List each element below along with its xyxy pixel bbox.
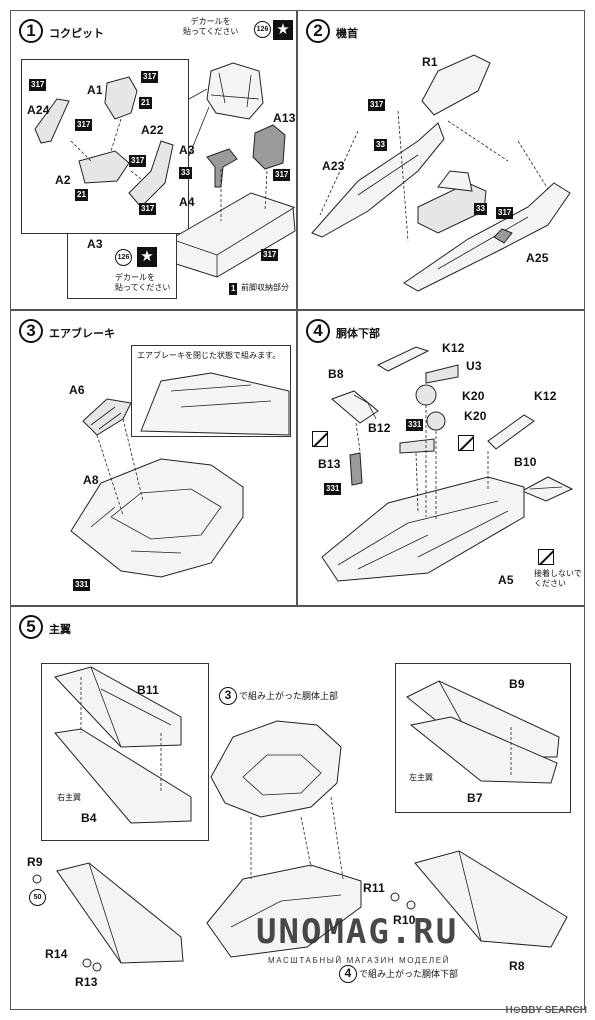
part-label-r13: R13 [75,975,98,989]
decal-inset [67,233,177,299]
part-label-a25: A25 [526,251,549,265]
part-label-r8: R8 [509,959,525,973]
part-label-a24: A24 [27,103,50,117]
part-label-a5: A5 [498,573,514,587]
ref-step-3: 3 [219,687,237,705]
paint-code-tag: 317 [368,99,386,111]
paint-code-tag: 331 [73,579,91,591]
ref-step-4: 4 [339,965,357,983]
step-number: 5 [19,615,43,639]
footnote-text: 前脚収納部分 [241,283,289,292]
part-label-r1: R1 [422,55,438,69]
paint-code-tag: 21 [139,97,152,109]
paint-code-tag: 33 [179,167,192,179]
part-label-a2: A2 [55,173,71,187]
part-label-k20: K20 [464,409,487,423]
paint-code-tag: 331 [324,483,342,495]
step-number: 1 [19,19,43,43]
inset-part-label: A3 [87,237,103,251]
decal-number: 126 [254,21,271,38]
paint-code-tag: 33 [474,203,487,215]
wing-drawing [32,666,568,972]
step-3-panel: 3 エアブレーキ エアブレーキを閉じた状態で組みます。 A6 A8 331 [10,310,297,606]
step-number: 4 [306,319,330,343]
right-wing-label: 右主翼 [57,793,81,802]
part-label-u3: U3 [466,359,482,373]
part-label-a22: A22 [141,123,164,137]
watermark-subtitle: МАСШТАБНЫЙ МАГАЗИН МОДЕЛЕЙ [268,956,450,965]
step-title: コクピット [49,28,104,40]
paint-code-round: 50 [29,889,46,906]
part-label-b12: B12 [368,421,391,435]
paint-code-tag: 317 [261,249,279,261]
part-label-a4: A4 [179,195,195,209]
part-label-b11: B11 [137,683,159,697]
decal-note: デカールを 貼ってください [183,17,239,36]
watermark-logo: UNOMAG.RU [256,912,459,952]
paint-code-tag: 317 [273,169,291,181]
inset-note: エアブレーキを閉じた状態で組みます。 [137,351,281,360]
paint-code-tag: 317 [139,203,157,215]
part-label-b8: B8 [328,367,344,381]
paint-code-tag: 33 [374,139,387,151]
footer-logo: H⊙BBY SEARCH [505,1005,587,1016]
step-4-panel: 4 胴体下部 K12 U3 B8 K20 K20 K12 B12 B13 B10… [297,310,585,606]
step-number: 2 [306,19,330,43]
no-glue-icon [538,549,554,565]
part-label-b9: B9 [509,677,525,691]
no-glue-icon [312,431,328,447]
part-label-a1: A1 [87,83,103,97]
no-glue-icon [458,435,474,451]
paint-code-tag: 331 [406,419,424,431]
decal-number: 126 [115,249,132,266]
ref-step-3-text: で組み上がった胴体上部 [239,691,339,701]
star-icon: ★ [273,20,293,40]
part-label-k12: K12 [442,341,465,355]
part-label-r11: R11 [363,881,385,895]
part-label-k20: K20 [462,389,485,403]
airbrake-drawing [70,372,290,578]
paint-code-tag: 21 [75,189,88,201]
paint-code-tag: 317 [129,155,147,167]
part-label-r10: R10 [393,913,416,927]
left-wing-label: 左主翼 [409,773,433,782]
part-label-b7: B7 [467,791,483,805]
part-label-a23: A23 [322,159,345,173]
star-icon: ★ [137,247,157,267]
footnote-number: 1 [229,283,238,295]
nose-drawing [311,54,571,292]
part-label-a6: A6 [69,383,85,397]
part-label-r9: R9 [27,855,43,869]
step-title: エアブレーキ [49,328,115,340]
step-title: 胴体下部 [336,328,380,340]
part-label-k12: K12 [534,389,557,403]
step-title: 機首 [336,28,358,40]
step-5-panel: 5 主翼 B11 右主翼 B4 R9 50 [10,606,585,1010]
part-label-a13: A13 [273,111,296,125]
part-label-b13: B13 [318,457,341,471]
part-label-b10: B10 [514,455,537,469]
paint-code-tag: 317 [141,71,159,83]
step-2-panel: 2 機首 R1 A23 A25 317 33 33 317 [297,10,585,310]
decal-note: デカールを 貼ってください [115,273,171,292]
paint-code-tag: 317 [496,207,514,219]
part-label-r14: R14 [45,947,68,961]
paint-code-tag: 317 [29,79,47,91]
no-glue-note: 接着しないで ください [534,569,582,588]
paint-code-tag: 317 [75,119,93,131]
step-number: 3 [19,319,43,343]
lower-fuselage-drawing [321,346,574,582]
part-label-b4: B4 [81,811,97,825]
part-label-a8: A8 [83,473,99,487]
step-1-panel: 1 コクピット デカールを 貼ってください 126 ★ A1 A24 A22 A… [10,10,297,310]
ref-step-4-text: で組み上がった胴体下部 [359,969,459,979]
step-title: 主翼 [49,624,71,636]
part-label-a3: A3 [179,143,195,157]
